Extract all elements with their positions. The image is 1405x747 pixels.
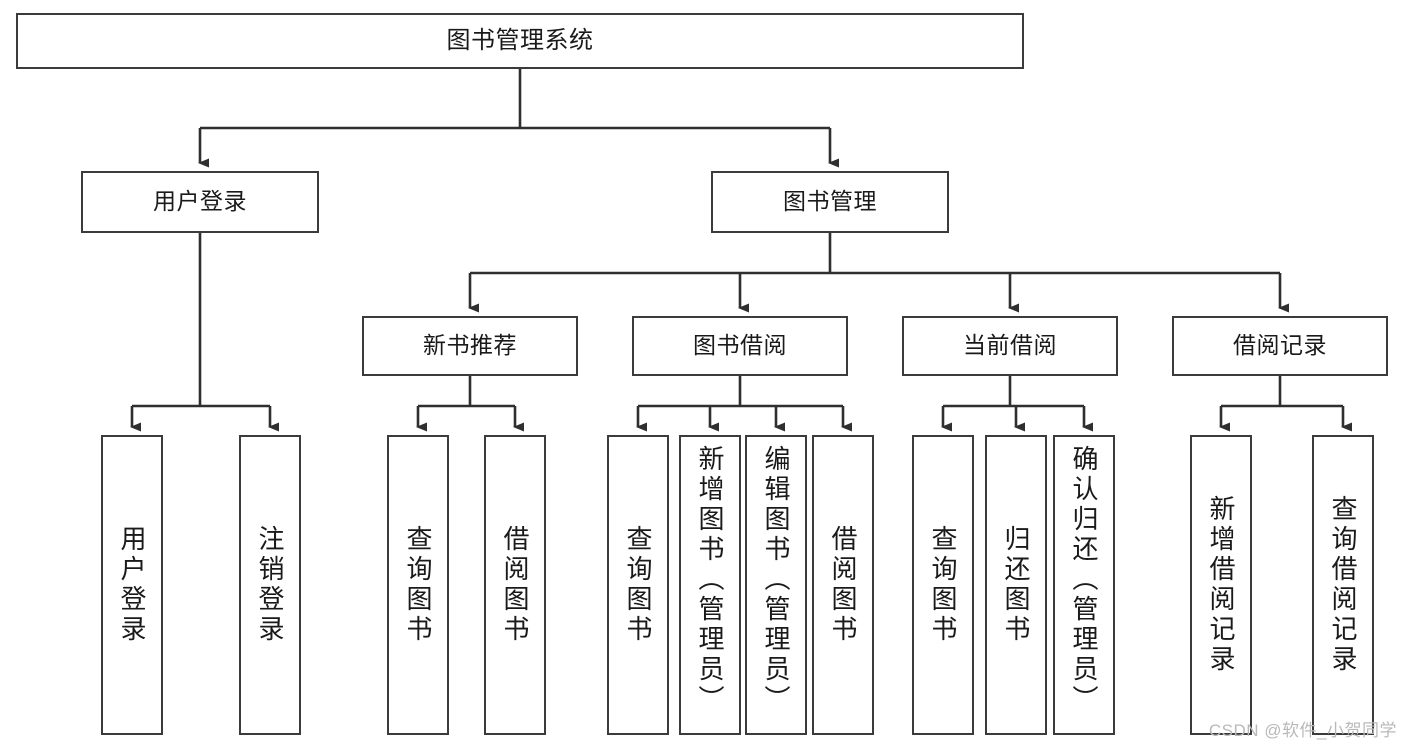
leaf-node-query-book-borrow[interactable]: 查询图书 (607, 435, 669, 735)
node-label: 借阅图书 (500, 525, 530, 645)
csdn-watermark: CSDN @软件_小贺同学 (1208, 721, 1397, 740)
node-label: 查询图书 (403, 525, 433, 645)
leaf-node-logout[interactable]: 注销登录 (239, 435, 301, 735)
leaf-node-user-login[interactable]: 用户登录 (101, 435, 163, 735)
leaf-node-borrow-book-recommend[interactable]: 借阅图书 (484, 435, 546, 735)
leaf-node-edit-book-admin[interactable]: 编辑图书（管理员） (745, 435, 807, 735)
node-label: 新增借阅记录 (1206, 495, 1236, 675)
node-label: 查询借阅记录 (1328, 495, 1358, 675)
node-book-management[interactable]: 图书管理 (711, 171, 949, 233)
node-label: 当前借阅 (963, 332, 1057, 359)
node-label: 图书借阅 (693, 332, 787, 359)
node-book-borrow[interactable]: 图书借阅 (632, 316, 848, 376)
leaf-node-query-book-recommend[interactable]: 查询图书 (387, 435, 449, 735)
leaf-node-borrow-book[interactable]: 借阅图书 (812, 435, 874, 735)
node-label: 借阅记录 (1233, 332, 1327, 359)
node-label: 查询图书 (928, 525, 958, 645)
node-label: 新增图书（管理员） (695, 445, 725, 715)
node-label: 图书管理 (783, 188, 877, 215)
leaf-node-confirm-return-admin[interactable]: 确认归还（管理员） (1053, 435, 1115, 735)
node-label: 图书管理系统 (446, 26, 594, 54)
node-borrow-record[interactable]: 借阅记录 (1172, 316, 1388, 376)
leaf-node-query-book-current[interactable]: 查询图书 (912, 435, 974, 735)
node-label: 用户登录 (117, 525, 147, 645)
leaf-node-add-book-admin[interactable]: 新增图书（管理员） (679, 435, 741, 735)
leaf-node-add-borrow-record[interactable]: 新增借阅记录 (1190, 435, 1252, 735)
node-label: 注销登录 (255, 525, 285, 645)
node-label: 用户登录 (153, 188, 247, 215)
node-label: 新书推荐 (423, 332, 517, 359)
leaf-node-return-book[interactable]: 归还图书 (985, 435, 1047, 735)
node-label: 查询图书 (623, 525, 653, 645)
node-label: 借阅图书 (828, 525, 858, 645)
node-user-login[interactable]: 用户登录 (81, 171, 319, 233)
node-label: 编辑图书（管理员） (761, 445, 791, 715)
node-label: 确认归还（管理员） (1069, 445, 1099, 715)
node-label: 归还图书 (1001, 525, 1031, 645)
node-current-borrow[interactable]: 当前借阅 (902, 316, 1118, 376)
node-root-book-management-system[interactable]: 图书管理系统 (16, 13, 1024, 69)
leaf-node-query-borrow-record[interactable]: 查询借阅记录 (1312, 435, 1374, 735)
node-new-book-recommend[interactable]: 新书推荐 (362, 316, 578, 376)
